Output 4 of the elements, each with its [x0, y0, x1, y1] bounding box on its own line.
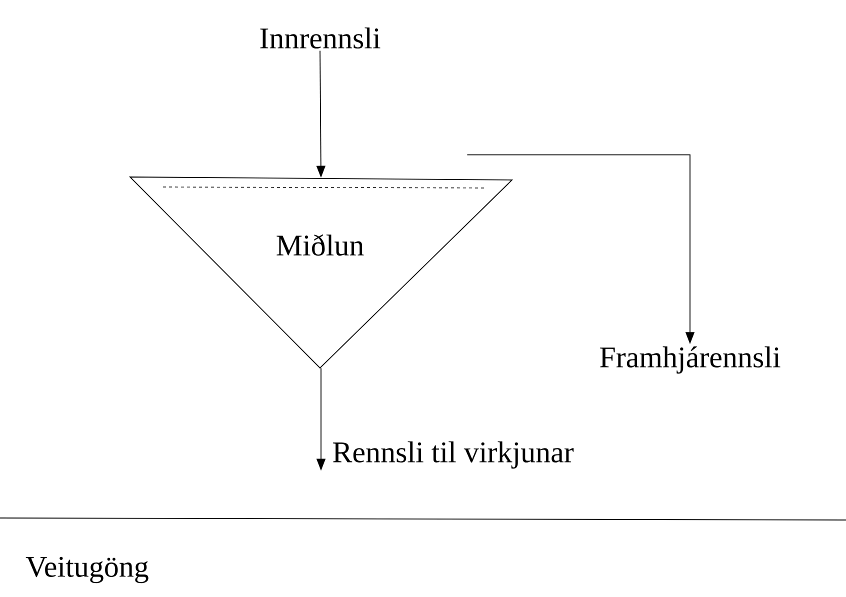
area-label: Veitugöng — [26, 556, 148, 584]
flow-label: Framhjárennsli — [600, 346, 780, 374]
flow-label: Innrennsli — [260, 27, 380, 49]
flow-label: Rennsli til virkjunar — [333, 441, 574, 469]
